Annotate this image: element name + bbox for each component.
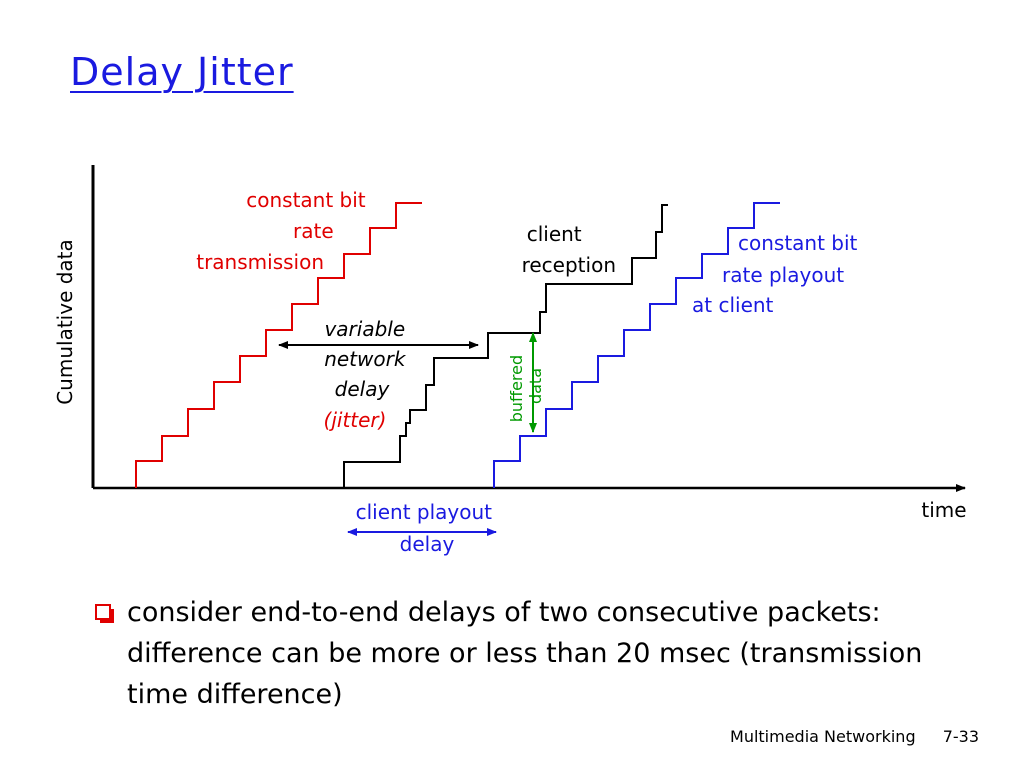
transmission-curve	[135, 202, 422, 488]
bullet-point: consider end-to-end delays of two consec…	[95, 592, 925, 715]
playout-curve	[493, 202, 780, 488]
reception-label: client reception	[522, 222, 616, 277]
buffered-data-label: buffered data	[507, 350, 545, 422]
y-axis-label: Cumulative data	[53, 239, 77, 405]
slide-footer: Multimedia Networking 7-33	[730, 727, 979, 746]
jitter-label: (jitter)	[324, 408, 387, 432]
checkbox-bullet-icon	[95, 604, 114, 623]
footer-page-number: 7-33	[942, 727, 979, 746]
bullet-text: consider end-to-end delays of two consec…	[127, 597, 923, 710]
reception-curve	[343, 204, 668, 488]
playout-label: constant bit rate playout at client	[692, 231, 864, 317]
network-delay-label: variable network delay	[324, 317, 412, 401]
playout-delay-label: client playout delay	[356, 500, 499, 556]
slide-title: Delay Jitter	[70, 50, 294, 94]
footer-course: Multimedia Networking	[730, 727, 916, 746]
x-axis-label: time	[921, 498, 966, 522]
transmission-label: constant bit rate transmission	[196, 188, 372, 274]
jitter-diagram: Cumulative data time constant bit rate t…	[53, 165, 967, 556]
